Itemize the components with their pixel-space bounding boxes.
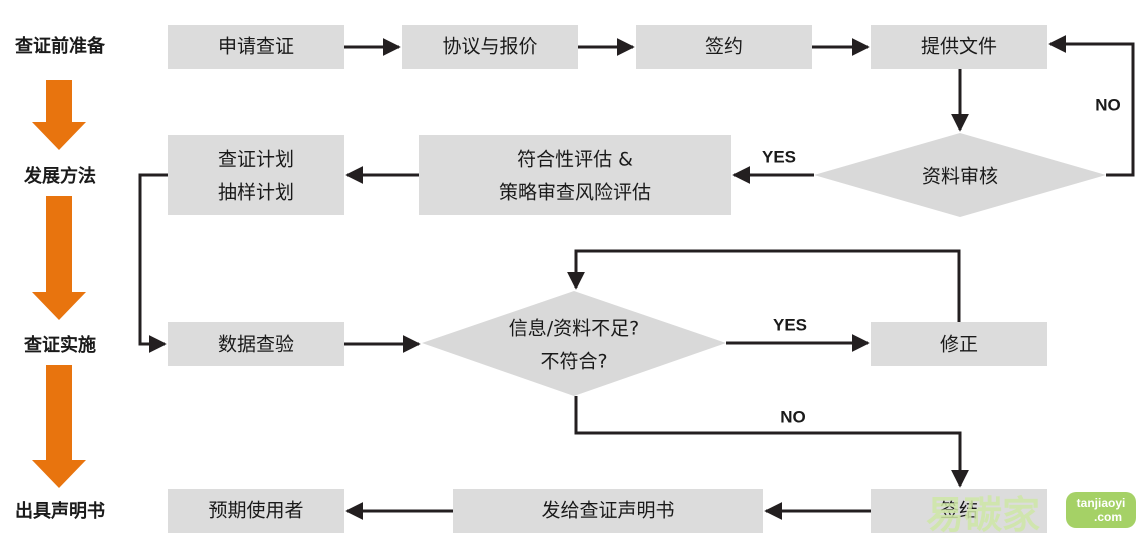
stage-implement-label: 查证实施 — [24, 334, 96, 356]
node-plan-box — [168, 135, 344, 215]
stage-statement-label: 出具声明书 — [15, 500, 105, 522]
node-conclude-box — [871, 489, 1047, 533]
stage-method-label: 发展方法 — [23, 165, 96, 187]
node-doc-review-label: 资料审核 — [922, 166, 998, 188]
stage-down-arrow — [32, 365, 86, 488]
watermark-pill — [1066, 492, 1136, 528]
node-correct-label: 修正 — [940, 334, 978, 356]
stage-prep-label: 查证前准备 — [15, 35, 106, 57]
node-correct-box — [871, 322, 1047, 366]
node-data-check-label: 数据查验 — [218, 334, 294, 356]
node-plan-label-line2: 抽样计划 — [218, 182, 294, 204]
node-agreement-box — [402, 25, 578, 69]
node-decision-label-line2: 不符合? — [540, 351, 607, 373]
edge-review-no-loop — [1048, 35, 1135, 177]
node-conclude-label: 签结 — [940, 500, 978, 522]
edge-label-review-no: NO — [1095, 95, 1121, 114]
node-sign-contract-box — [636, 25, 812, 69]
watermark-site-line2: .com — [1094, 510, 1122, 524]
node-provide-docs-box — [871, 25, 1047, 69]
node-apply-box — [168, 25, 344, 69]
node-users-label: 预期使用者 — [208, 500, 303, 522]
edge-label-review-yes: YES — [762, 147, 796, 166]
edge-correct-loop-back — [567, 249, 961, 322]
edge-label-decision-yes: YES — [773, 315, 807, 334]
node-data-check-box — [168, 322, 344, 366]
node-assess-label-line1: 符合性评估 & — [517, 149, 633, 171]
node-assess-box — [419, 135, 731, 215]
node-sign-contract-label: 签约 — [705, 36, 743, 58]
node-provide-docs-label: 提供文件 — [921, 36, 997, 58]
watermark-site-line1: tanjiaoyi — [1077, 496, 1126, 510]
edge-plan-to-data-check — [138, 173, 168, 353]
node-decision-diamond — [422, 291, 726, 396]
node-issue-statement-label: 发给查证声明书 — [541, 500, 674, 522]
stage-down-arrow — [32, 196, 86, 320]
node-issue-statement-box — [453, 489, 763, 533]
node-agreement-label: 协议与报价 — [442, 36, 537, 58]
node-decision-label-line1: 信息/资料不足? — [509, 318, 640, 340]
node-doc-review-diamond — [814, 133, 1106, 217]
edge-decision-no-to-conclude — [574, 396, 969, 488]
node-users-box — [168, 489, 344, 533]
node-apply-label: 申请查证 — [218, 36, 294, 58]
edge-label-decision-no: NO — [780, 407, 806, 426]
watermark-brand: 易碳家 — [926, 493, 1040, 537]
stage-down-arrow — [32, 80, 86, 150]
watermark-logo: 易碳家 tanjiaoyi .com — [926, 492, 1136, 537]
node-assess-label-line2: 策略审查风险评估 — [499, 182, 651, 204]
node-plan-label-line1: 查证计划 — [218, 149, 294, 171]
